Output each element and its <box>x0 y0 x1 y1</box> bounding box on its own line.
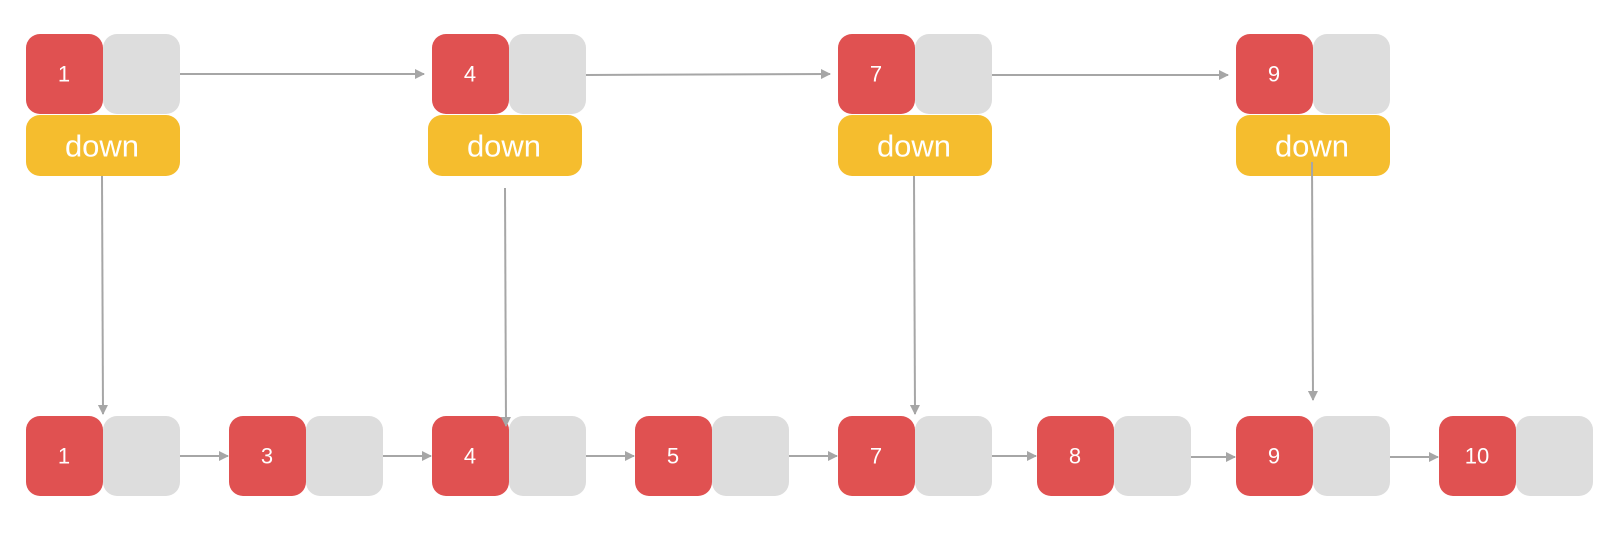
node-value-cell <box>26 34 103 114</box>
down-label: down <box>467 129 541 164</box>
down-arrow <box>909 175 920 415</box>
base-node: 3 <box>229 416 383 496</box>
down-pointer-cell <box>428 115 582 176</box>
node-value: 4 <box>464 62 476 87</box>
node-value-cell <box>432 34 509 114</box>
node-value: 4 <box>464 444 476 469</box>
node-value-cell <box>26 416 103 496</box>
node-value-cell <box>1236 416 1313 496</box>
node-value: 9 <box>1268 62 1280 87</box>
node-pointer-cell <box>509 34 586 114</box>
node-pointer-cell <box>915 34 992 114</box>
index-node: 9 down <box>1236 34 1390 176</box>
index-node: 1 down <box>26 34 180 176</box>
node-pointer-cell <box>509 416 586 496</box>
node-value: 5 <box>667 444 679 469</box>
node-pointer-cell <box>306 416 383 496</box>
base-node: 4 <box>432 416 586 496</box>
node-value-cell <box>432 416 509 496</box>
down-pointer-cell <box>838 115 992 176</box>
index-level: 1 down 4 down 7 down 9 down <box>26 34 1390 176</box>
node-value-cell <box>838 34 915 114</box>
base-level: 1 3 4 5 7 8 9 <box>26 416 1593 496</box>
down-label: down <box>877 129 951 164</box>
node-value-cell <box>1439 416 1516 496</box>
down-pointer-cell <box>1236 115 1390 176</box>
index-node: 7 down <box>838 34 992 176</box>
node-value-cell <box>635 416 712 496</box>
base-node: 1 <box>26 416 180 496</box>
node-pointer-cell <box>1114 416 1191 496</box>
base-node: 7 <box>838 416 992 496</box>
down-arrow <box>97 175 108 415</box>
node-pointer-cell <box>1313 34 1390 114</box>
down-pointer-cell <box>26 115 180 176</box>
down-arrow <box>500 187 511 427</box>
node-value: 10 <box>1465 444 1489 469</box>
node-pointer-cell <box>915 416 992 496</box>
node-value: 9 <box>1268 444 1280 469</box>
node-value-cell <box>229 416 306 496</box>
node-value: 1 <box>58 444 70 469</box>
next-arrow <box>585 69 831 80</box>
node-pointer-cell <box>103 416 180 496</box>
base-node: 10 <box>1439 416 1593 496</box>
node-value: 7 <box>870 444 882 469</box>
node-pointer-cell <box>1516 416 1593 496</box>
node-pointer-cell <box>103 34 180 114</box>
down-label: down <box>1275 129 1349 164</box>
down-arrow <box>1307 161 1318 401</box>
node-value: 1 <box>58 62 70 87</box>
node-value: 7 <box>870 62 882 87</box>
down-label: down <box>65 129 139 164</box>
arrows <box>97 69 1439 462</box>
node-value-cell <box>838 416 915 496</box>
node-value: 3 <box>261 444 273 469</box>
base-node: 8 <box>1037 416 1191 496</box>
node-pointer-cell <box>1313 416 1390 496</box>
node-value-cell <box>1037 416 1114 496</box>
base-node: 5 <box>635 416 789 496</box>
node-value: 8 <box>1069 444 1081 469</box>
index-node: 4 down <box>428 34 586 176</box>
base-node: 9 <box>1236 416 1390 496</box>
node-value-cell <box>1236 34 1313 114</box>
node-pointer-cell <box>712 416 789 496</box>
